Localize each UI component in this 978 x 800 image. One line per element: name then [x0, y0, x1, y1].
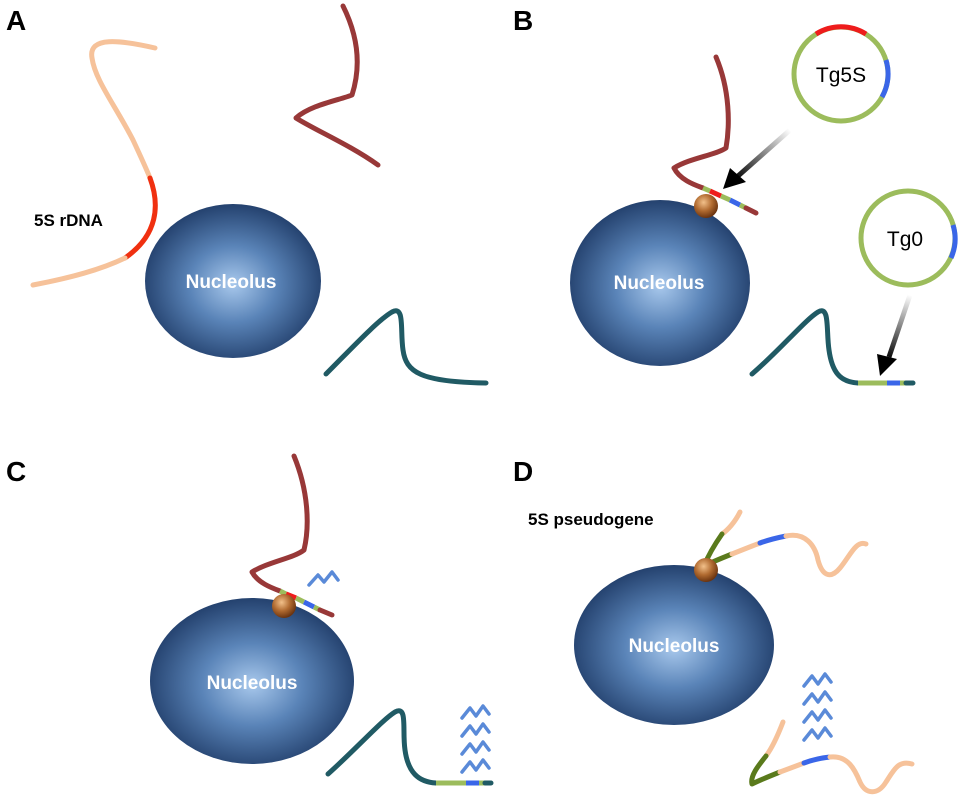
- nucleolus: [145, 204, 321, 358]
- nucleolus: [150, 598, 354, 764]
- panel-a: A Nucleolus 5S rDNA: [6, 3, 489, 386]
- nucleolus-label: Nucleolus: [207, 673, 298, 694]
- maroon-chromosome: [671, 54, 731, 191]
- teal-chromosome: [325, 708, 439, 786]
- 5s-rdna-segment: [122, 175, 158, 261]
- nucleolus: [570, 200, 750, 366]
- peach-chromosome-lower: [30, 255, 128, 288]
- rna-transcript: [307, 570, 340, 587]
- panel-c-letter: C: [6, 456, 26, 487]
- tg5s-insertion: [278, 588, 335, 618]
- insertion-arrow-2: [877, 294, 913, 376]
- 5s-rdna-label: 5S rDNA: [34, 211, 103, 230]
- panel-d: D 5S pseudogene Nucleolus: [513, 456, 915, 795]
- tg0-plasmid: Tg0: [858, 188, 958, 288]
- pseudogene-chromosome-upper-arm: [719, 509, 743, 537]
- tg5s-insertion: [702, 185, 759, 216]
- tg5s-label: Tg5S: [816, 64, 866, 87]
- tg0-label: Tg0: [887, 228, 923, 251]
- pseudogene-chromosome-lower-arm: [763, 719, 786, 759]
- tg5s-plasmid: Tg5S: [791, 24, 891, 124]
- rna-transcript-stack: [802, 672, 833, 742]
- pseudogene-chromosome-upper-end: [783, 532, 869, 578]
- panel-d-letter: D: [513, 456, 533, 487]
- peach-chromosome-upper: [89, 39, 158, 181]
- panel-c: C Nucleolus: [6, 453, 494, 786]
- nucleolus: [574, 565, 774, 725]
- maroon-chromosome: [293, 3, 381, 168]
- 5s-pseudogene-label: 5S pseudogene: [528, 510, 654, 529]
- pseudogene-blue-mark-lower: [801, 754, 833, 766]
- teal-chromosome: [323, 308, 489, 386]
- nucleolus-label: Nucleolus: [614, 273, 705, 294]
- pseudogene-chromosome-lower-tail: [777, 760, 807, 775]
- anchor-sphere: [694, 194, 718, 218]
- panel-b-letter: B: [513, 5, 533, 36]
- pseudogene-segment-lower: [749, 753, 783, 787]
- rna-transcript-stack: [460, 704, 491, 774]
- teal-chromosome: [749, 308, 861, 386]
- maroon-chromosome: [249, 453, 310, 594]
- pseudogene-chromosome-lower-end: [827, 754, 915, 795]
- panel-b: B Nucleolus Tg5S: [513, 5, 958, 386]
- pseudogene-blue-mark-upper: [757, 533, 789, 546]
- anchor-sphere: [272, 594, 296, 618]
- panel-a-letter: A: [6, 5, 26, 36]
- pseudogene-chromosome-upper-tail: [729, 540, 763, 557]
- anchor-sphere: [694, 558, 718, 582]
- insertion-arrow-1: [723, 128, 792, 189]
- nucleolus-label: Nucleolus: [629, 636, 720, 657]
- nucleolus-label: Nucleolus: [186, 272, 277, 293]
